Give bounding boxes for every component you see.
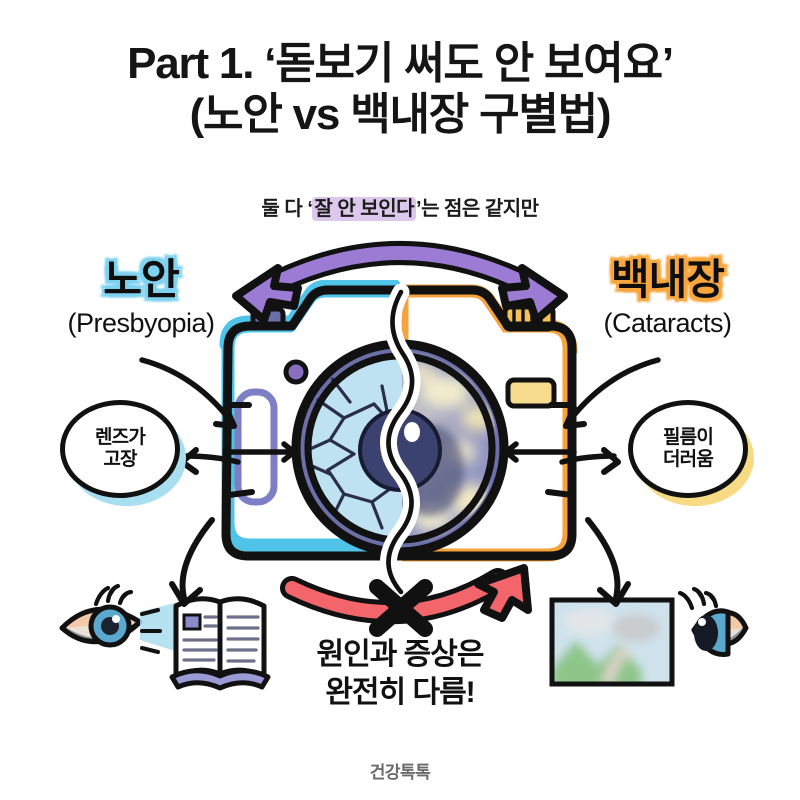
torn-divider-outline	[386, 289, 415, 595]
subtitle-before: 둘 다 ‘	[261, 198, 313, 220]
right-eye-icon	[677, 586, 749, 657]
right-condition-label: 백내장 (Cataracts)	[560, 256, 775, 339]
x-mark-icon	[369, 579, 433, 637]
book-text-lines	[182, 615, 260, 663]
title-line-1: Part 1. ‘돋보기 써도 안 보여요’	[127, 39, 674, 88]
connector-to-right-outcome	[585, 517, 631, 607]
top-double-arc-arrow	[232, 241, 568, 324]
arrow-head-right	[498, 264, 568, 324]
right-label-korean: 백내장	[611, 256, 725, 303]
photo-scene-blurred	[554, 602, 670, 682]
lens-crack-lines	[306, 374, 396, 530]
right-bubble-line-1: 필름이	[662, 426, 714, 448]
connector-right-label	[563, 357, 661, 429]
lens-inward-arrows	[223, 441, 577, 463]
arrow-head-left	[232, 264, 302, 324]
bottom-message-line-2: 완전히 다름!	[319, 674, 481, 713]
subtitle-after: ’는 점은 같지만	[416, 198, 539, 220]
vision-ray-left	[140, 602, 178, 654]
left-condition-label: 노안 (Presbyopia)	[36, 256, 246, 339]
camera-body-outline	[221, 285, 577, 561]
subtitle-highlight: 잘 안 보인다	[312, 197, 417, 221]
connector-right-bubble	[559, 447, 621, 475]
right-cause-bubble: 필름이 더러움	[628, 400, 748, 498]
bottom-message: 원인과 증상은 완전히 다름!	[0, 636, 800, 713]
right-label-english: (Cataracts)	[603, 308, 732, 339]
eyelash-strokes-right	[677, 586, 719, 611]
subtitle: 둘 다 ‘잘 안 보인다’는 점은 같지만	[0, 192, 800, 221]
pupil-highlight	[404, 422, 420, 442]
eyelash-strokes	[93, 583, 134, 607]
connector-left-bubble	[179, 447, 241, 475]
left-cause-bubble: 렌즈가 고장	[60, 400, 180, 498]
footer-brand: 건강톡톡	[369, 763, 431, 782]
blurry-photo-icon	[549, 597, 675, 687]
connector-left-label	[139, 357, 237, 429]
connector-to-left-outcome	[169, 517, 215, 607]
camera-side-ticks-right	[545, 402, 575, 498]
right-bubble-line-2: 더러움	[662, 449, 714, 470]
arrow-head-bottom-right	[474, 564, 532, 622]
page-title: Part 1. ‘돋보기 써도 안 보여요’ (노안 vs 백내장 구별법)	[0, 38, 800, 140]
left-eye-icon	[59, 583, 143, 648]
left-bubble-line-2: 고장	[103, 449, 137, 470]
open-book-icon	[169, 596, 271, 691]
left-label-english: (Presbyopia)	[67, 308, 215, 339]
left-bubble-line-1: 렌즈가	[94, 426, 146, 448]
left-label-korean: 노안	[103, 256, 179, 303]
title-line-2: (노안 vs 백내장 구별법)	[189, 90, 612, 140]
camera-side-ticks-left	[226, 402, 255, 498]
bottom-message-line-1: 원인과 증상은	[316, 638, 485, 671]
